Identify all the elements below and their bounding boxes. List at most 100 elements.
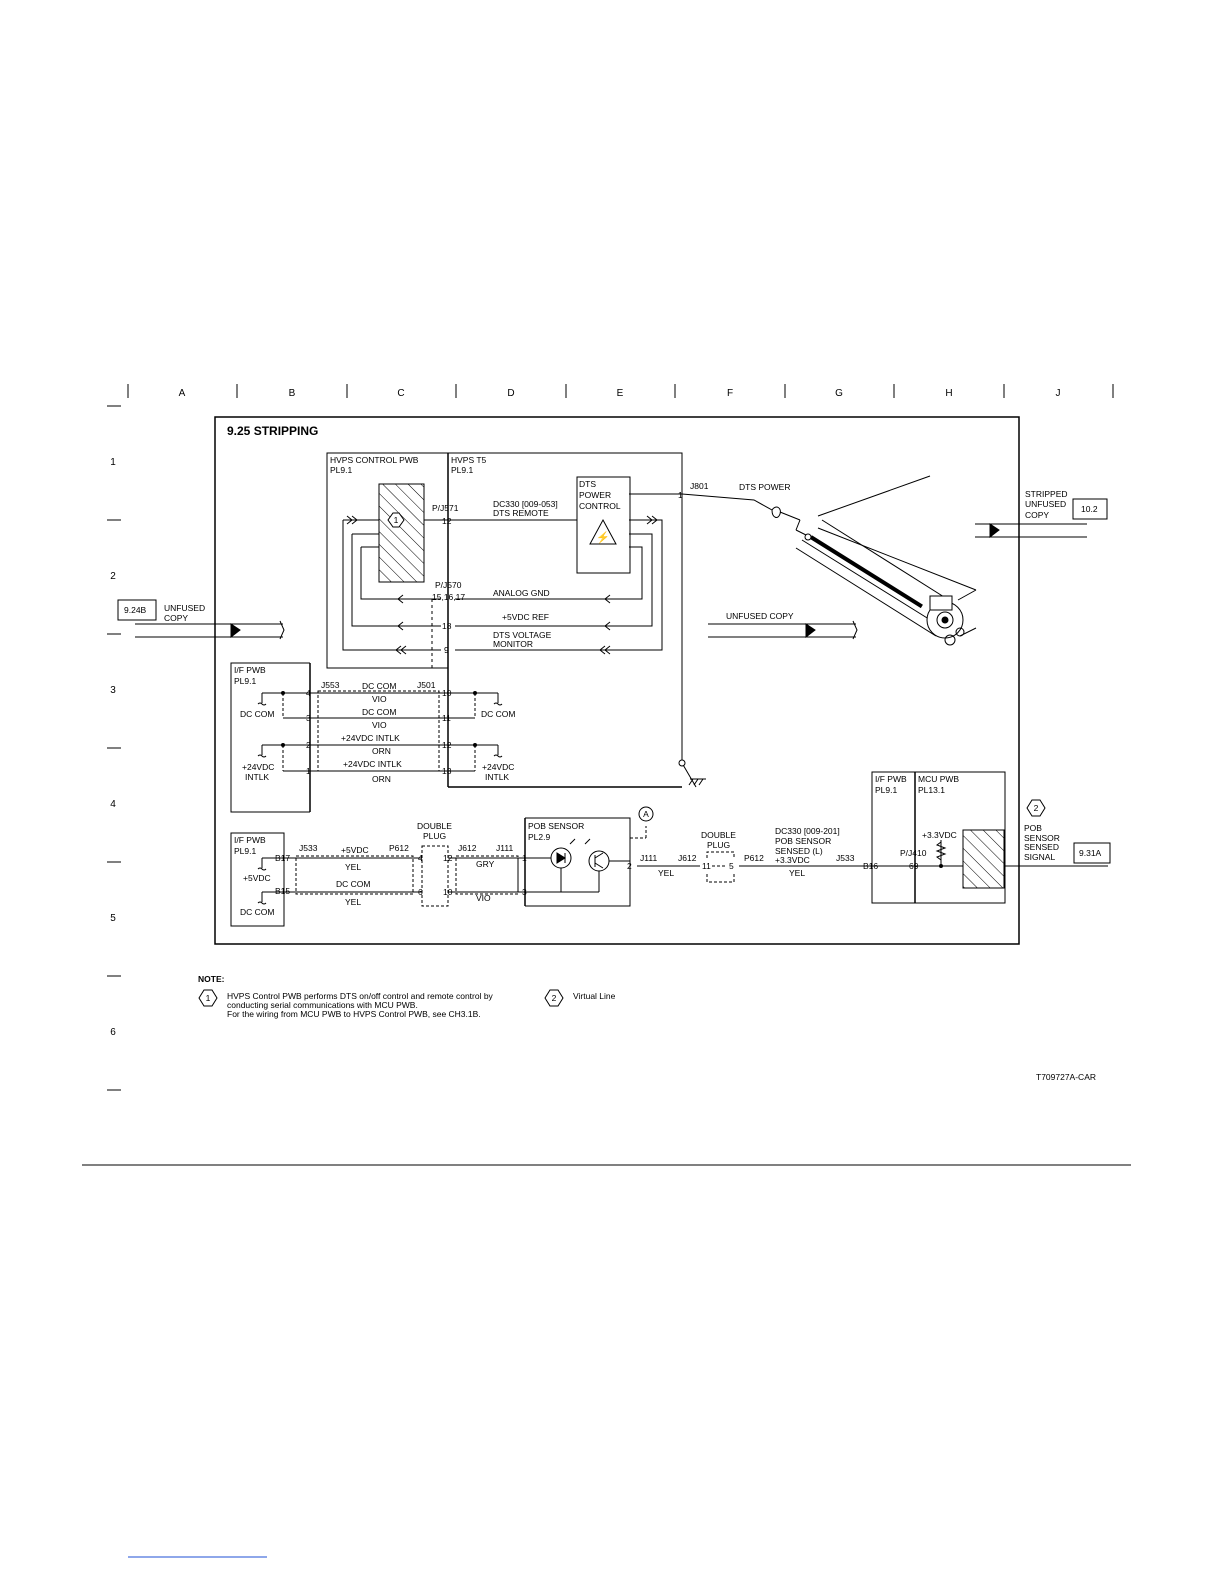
if-pwb-upper-dots [281, 691, 477, 747]
pin-label: 10 [443, 887, 453, 897]
unfused-copy-left-2: COPY [164, 613, 188, 623]
j612-r-label: J612 [678, 853, 697, 863]
wire-color: YEL [345, 862, 361, 872]
v5-left: +5VDC [243, 873, 271, 883]
hvps-control-label: HVPS CONTROL PWB [330, 455, 419, 465]
dts-remote-label: DTS REMOTE [493, 508, 549, 518]
dc-com-left: DC COM [240, 709, 274, 719]
grid-frame [107, 384, 1114, 1091]
j612-label: J612 [458, 843, 477, 853]
pj571-label: P/J571 [432, 503, 459, 513]
p612-label: P612 [389, 843, 409, 853]
hvps-labels: HVPS CONTROL PWB PL9.1 HVPS T5 PL9.1 DTS… [330, 455, 621, 544]
grid-col-label: C [397, 388, 404, 399]
pob-output-label-3: SENSED [1024, 842, 1059, 852]
stripped-label-3: COPY [1025, 510, 1049, 520]
hvps-t5-label: HVPS T5 [451, 455, 487, 465]
grid-col-label: E [617, 388, 624, 399]
paper-path-middle [708, 620, 858, 640]
lightning-icon: ⚡ [596, 531, 610, 544]
ref-tag-box [1072, 498, 1108, 520]
mcu-pwb-label: MCU PWB [918, 774, 959, 784]
pob-output-labels: POB SENSOR SENSED SIGNAL 9.31A [1024, 823, 1111, 864]
pj410-label: P/J410 [900, 848, 927, 858]
wire-color: YEL [345, 897, 361, 907]
pob-signal-wiring [637, 771, 1108, 904]
analog-gnd-label: ANALOG GND [493, 588, 550, 598]
pin-label: 2 [306, 740, 311, 750]
stripped-label: STRIPPED [1025, 489, 1068, 499]
j553-label: J553 [321, 680, 340, 690]
grid-col-label: G [835, 388, 843, 399]
double-plug-label: DOUBLE [417, 821, 452, 831]
pin-label: 4 [418, 853, 423, 863]
b17-label: B17 [275, 853, 290, 863]
ref-9-31a[interactable]: 9.31A [1079, 848, 1102, 858]
wire-color: ORN [372, 746, 391, 756]
note-1-number: 1 [206, 993, 211, 1003]
grid-col-label: J [1056, 388, 1061, 399]
paper-path-left [135, 620, 285, 640]
pin-label: 3 [306, 713, 311, 723]
pob-output-label-4: SIGNAL [1024, 852, 1055, 862]
dts-roll-illustration [771, 475, 977, 646]
double-plug-r-label-2: PLUG [707, 840, 730, 850]
pin-label: 5 [729, 861, 734, 871]
pob-sensor-pl: PL2.9 [528, 832, 550, 842]
b15-label: B15 [275, 886, 290, 896]
intlk-right-2: INTLK [485, 772, 509, 782]
if-pwb-lower [230, 817, 631, 927]
p612-r-label: P612 [744, 853, 764, 863]
ref-tag-box [1073, 842, 1111, 864]
dts-vm-label: DTS VOLTAGE [493, 630, 552, 640]
b16-label: B16 [863, 861, 878, 871]
pob-signal-2: POB SENSOR [775, 836, 831, 846]
pin-label: 12 [443, 853, 453, 863]
pin-label: 1 [522, 853, 527, 863]
dts-control-label: CONTROL [579, 501, 621, 511]
diagram-title: 9.25 STRIPPING [227, 424, 318, 438]
chassis-ground-icon [678, 759, 706, 786]
grid-row-label: 2 [110, 571, 116, 582]
wire-color: VIO [476, 893, 491, 903]
grid-col-label: A [179, 388, 186, 399]
if-pwb-label: I/F PWB [234, 665, 266, 675]
paper-path-right [975, 523, 1087, 539]
pin-label: 11 [702, 861, 711, 871]
wire-color: YEL [658, 868, 674, 878]
double-plug-r-label: DOUBLE [701, 830, 736, 840]
note-1-line: HVPS Control PWB performs DTS on/off con… [227, 991, 494, 1001]
pin-label: 9 [444, 645, 449, 655]
pob-signal: DC330 [009-201] [775, 826, 840, 836]
ref-9-24b[interactable]: 9.24B [124, 605, 147, 615]
unfused-copy-mid: UNFUSED COPY [726, 611, 794, 621]
drawing-id: T709727A-CAR [1036, 1072, 1096, 1082]
wire-color: VIO [372, 720, 387, 730]
note-1-line: conducting serial communications with MC… [227, 1000, 418, 1010]
hvps-wiring [342, 519, 663, 668]
if-pwb-label: I/F PWB [234, 835, 266, 845]
pin-label: 69 [909, 861, 919, 871]
pob-signal-labels: J111 J612 YEL DOUBLE PLUG 11 5 P612 DC33… [640, 774, 959, 878]
ref-10-2[interactable]: 10.2 [1081, 504, 1098, 514]
notes-heading: NOTE: [198, 974, 225, 984]
pob-signal-4: +3.3VDC [775, 855, 810, 865]
j111-r-label: J111 [640, 853, 657, 863]
j801-label: J801 [690, 481, 709, 491]
pob-output-label-2: SENSOR [1024, 833, 1060, 843]
dts-power-label: POWER [579, 490, 611, 500]
hvps-block [326, 452, 697, 788]
wire-color: GRY [476, 859, 495, 869]
dc-com-left-2: DC COM [240, 907, 274, 917]
j501-label: J501 [417, 680, 436, 690]
intlk-left-2: INTLK [245, 772, 269, 782]
if-pwb-pl: PL9.1 [234, 846, 256, 856]
pin-label: 6 [418, 887, 423, 897]
intlk-left: +24VDC [242, 762, 274, 772]
if-pwb-upper-labels: I/F PWB PL9.1 J553 J501 4 3 2 1 10 11 12… [234, 665, 515, 784]
if-pwb-label: I/F PWB [875, 774, 907, 784]
pj570-pins: 15,16,17 [432, 592, 465, 602]
virtual-line-a: A [638, 806, 654, 822]
callout-2-diamond: 2 [1026, 799, 1046, 817]
j111-label: J111 [496, 843, 513, 853]
